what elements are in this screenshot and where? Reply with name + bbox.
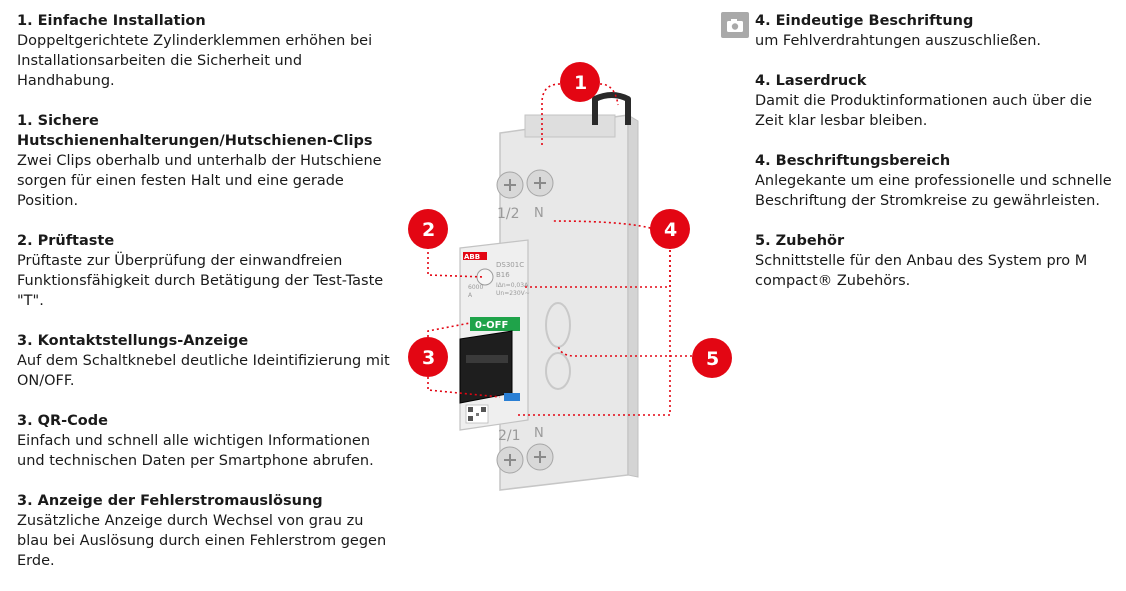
callout-badge-2: 2	[408, 209, 448, 249]
abb-brand: ABB	[464, 253, 480, 261]
feature-title: 2. Prüftaste	[17, 233, 115, 249]
feature-item: 3. QR-Code Einfach und schnell alle wich…	[17, 411, 397, 471]
callout-badge-3: 3	[408, 337, 448, 377]
device-illustration: 1/2 N ABB DS301C B16 IΔn=0,03A Un=230V~ …	[408, 62, 732, 491]
svg-text:3: 3	[422, 347, 435, 369]
feature-title: 1. Einfache Installation	[17, 13, 206, 29]
feature-item: 2. Prüftaste Prüftaste zur Überprüfung d…	[17, 231, 397, 311]
camera-icon[interactable]	[721, 12, 749, 38]
feature-description: Damit die Produktinformationen auch über…	[755, 93, 1093, 129]
accessory-interface	[545, 302, 571, 348]
feature-item: 3. Kontaktstellungs-Anzeige Auf dem Scha…	[17, 331, 397, 391]
din-rail-clip-top	[592, 92, 631, 125]
feature-title: 5. Zubehör	[755, 233, 845, 249]
abb-logo	[463, 252, 487, 260]
terminal-label-bottom-n: N	[534, 426, 544, 441]
terminal-label-top-n: N	[534, 206, 544, 221]
feature-description: Prüftaste zur Überprüfung der einwandfre…	[17, 253, 384, 309]
feature-description: um Fehlverdrahtungen auszuschließen.	[755, 33, 1042, 49]
terminal-label-bottom: 2/1	[498, 428, 521, 444]
feature-title: 3. Anzeige der Fehlerstromauslösung	[17, 493, 323, 509]
feature-title: 4. Eindeutige Beschriftung	[755, 13, 974, 29]
feature-item: 4. Beschriftungsbereich Anlegekante um e…	[755, 151, 1120, 211]
svg-text:4: 4	[664, 219, 677, 241]
toggle-lever[interactable]	[459, 330, 513, 404]
callout-badge-1: 1	[560, 62, 600, 102]
callout-badge-4: 4	[650, 209, 690, 249]
svg-text:2: 2	[422, 219, 435, 241]
trip-indicator	[504, 393, 520, 401]
feature-description: Auf dem Schaltknebel deutliche Ideintifi…	[17, 353, 390, 389]
device-figure: 1/2 N ABB DS301C B16 IΔn=0,03A Un=230V~ …	[400, 55, 745, 495]
feature-title: 4. Beschriftungsbereich	[755, 153, 951, 169]
toggle-label: 0-OFF	[475, 320, 508, 331]
feature-item: 4. Laserdruck Damit die Produktinformati…	[755, 71, 1120, 131]
feature-item: 1. Sichere Hutschienenhalterungen/Hutsch…	[17, 111, 397, 211]
feature-item: 5. Zubehör Schnittstelle für den Anbau d…	[755, 231, 1120, 291]
feature-description: Schnittstelle für den Anbau des System p…	[755, 253, 1088, 289]
device-rating: B16	[496, 271, 510, 279]
feature-description: Einfach und schnell alle wichtigen Infor…	[17, 433, 374, 469]
device-model: DS301C	[496, 261, 524, 269]
feature-item: 3. Anzeige der Fehlerstromauslösung Zusä…	[17, 491, 397, 571]
device-class: 6000	[468, 284, 483, 291]
rcbo-device: 1/2 N ABB DS301C B16 IΔn=0,03A Un=230V~ …	[459, 92, 639, 491]
qr-code	[465, 404, 489, 424]
device-idn: IΔn=0,03A	[496, 282, 529, 289]
feature-description: Zusätzliche Anzeige durch Wechsel von gr…	[17, 513, 387, 569]
device-class-unit: A	[468, 292, 473, 299]
feature-description: Doppeltgerichtete Zylinderklemmen erhöhe…	[17, 33, 373, 89]
features-right-column: 4. Eindeutige Beschriftung um Fehlverdra…	[755, 0, 1120, 311]
test-button[interactable]	[476, 268, 494, 286]
feature-title: 4. Laserdruck	[755, 73, 867, 89]
features-left-column: 1. Einfache Installation Doppeltgerichte…	[17, 0, 397, 591]
feature-title: 3. QR-Code	[17, 413, 108, 429]
feature-item: 4. Eindeutige Beschriftung um Fehlverdra…	[755, 11, 1120, 51]
callout-badge-5: 5	[692, 338, 732, 378]
feature-title: 1. Sichere Hutschienenhalterungen/Hutsch…	[17, 113, 373, 149]
svg-text:5: 5	[706, 348, 719, 370]
feature-description: Anlegekante um eine professionelle und s…	[755, 173, 1112, 209]
svg-text:1: 1	[574, 72, 587, 94]
terminal-label-top: 1/2	[497, 206, 520, 222]
device-un: Un=230V~	[496, 290, 530, 297]
feature-title: 3. Kontaktstellungs-Anzeige	[17, 333, 249, 349]
feature-item: 1. Einfache Installation Doppeltgerichte…	[17, 11, 397, 91]
feature-description: Zwei Clips oberhalb und unterhalb der Hu…	[17, 153, 382, 209]
on-off-indicator	[470, 317, 520, 331]
